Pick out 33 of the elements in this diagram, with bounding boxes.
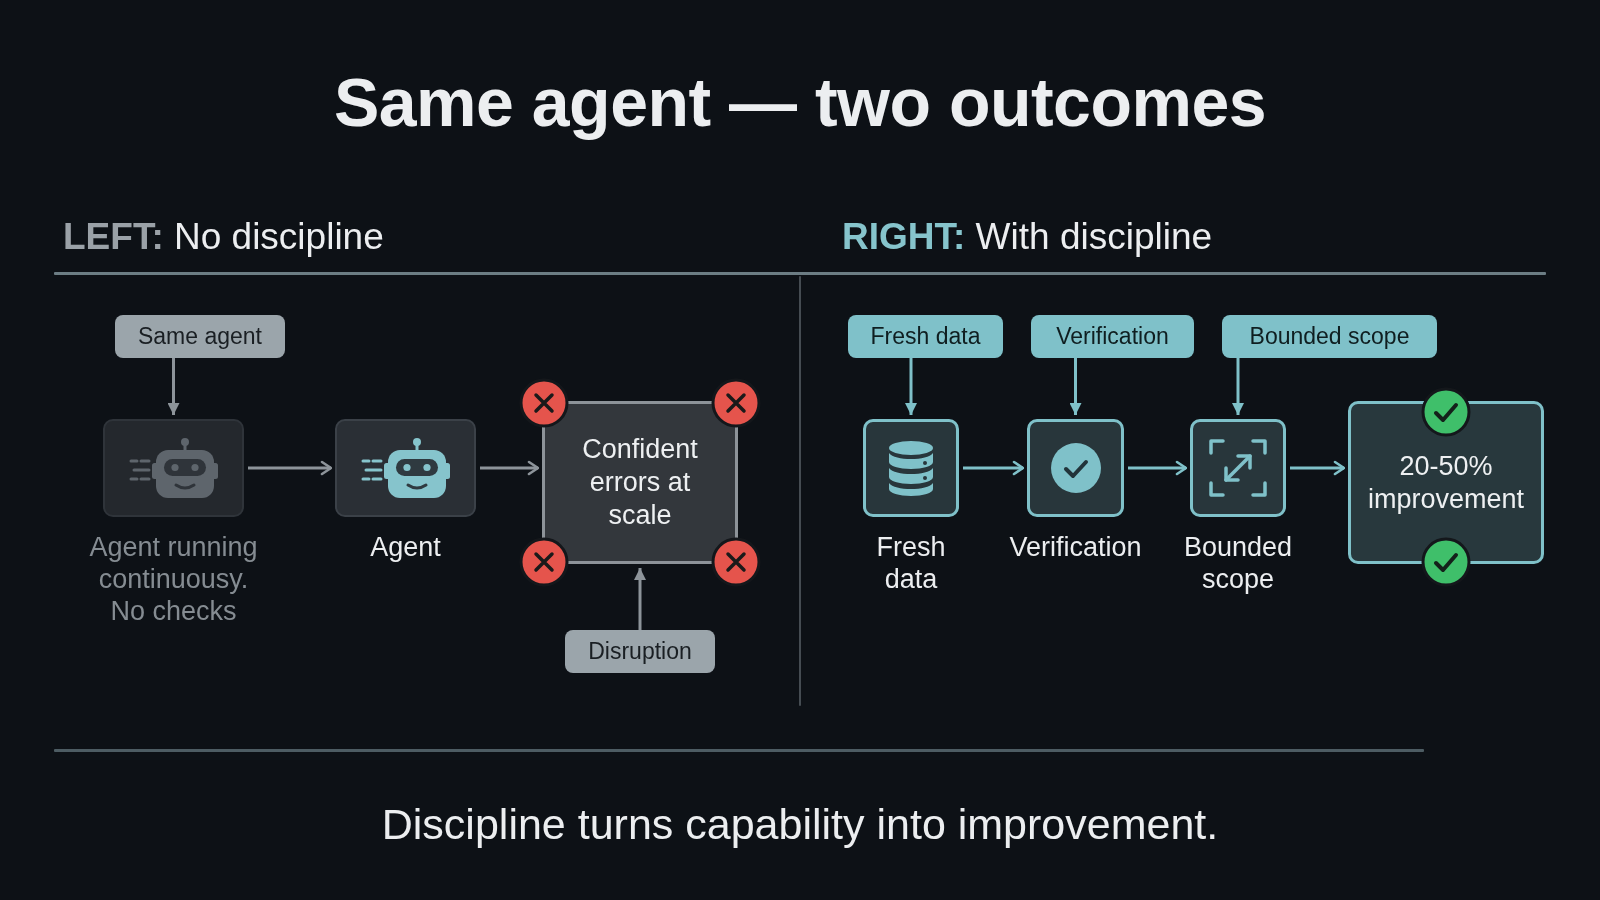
arrow <box>480 460 540 476</box>
label-tag: Same agent <box>115 315 285 358</box>
agent-box <box>103 419 244 517</box>
node-caption: Agent running continuousy. No checks <box>88 531 259 627</box>
arrow <box>1069 358 1082 415</box>
agent-box <box>335 419 476 517</box>
section-heading: RIGHT: With discipline <box>842 215 1213 259</box>
node-caption: Bounded scope <box>1183 531 1293 595</box>
box-text: Confident errors at scale <box>581 433 699 532</box>
section-heading: LEFT: No discipline <box>63 215 384 259</box>
step-box <box>863 419 959 517</box>
label-tag: Verification <box>1031 315 1194 358</box>
arrow <box>634 568 646 630</box>
node-caption: Agent <box>370 531 441 563</box>
title: Same agent — two outcomes <box>333 63 1267 142</box>
box-text: 20-50% improvement <box>1366 449 1526 516</box>
arrow <box>167 358 180 415</box>
step-box <box>1190 419 1286 517</box>
arrow <box>905 358 917 415</box>
caption: Discipline turns capability into improvement. <box>381 799 1219 850</box>
arrow <box>1128 460 1188 476</box>
arrow <box>248 460 333 476</box>
arrow <box>1290 460 1346 476</box>
node-caption: Fresh data <box>876 531 946 595</box>
step-box <box>1027 419 1124 517</box>
label-tag: Disruption <box>565 630 715 673</box>
outcome-box <box>1348 401 1544 564</box>
arrow <box>963 460 1025 476</box>
label-tag: Bounded scope <box>1222 315 1437 358</box>
outcome-box <box>542 401 738 564</box>
node-caption: Verification <box>1009 531 1142 563</box>
arrow <box>1232 358 1244 415</box>
label-tag: Fresh data <box>848 315 1003 358</box>
